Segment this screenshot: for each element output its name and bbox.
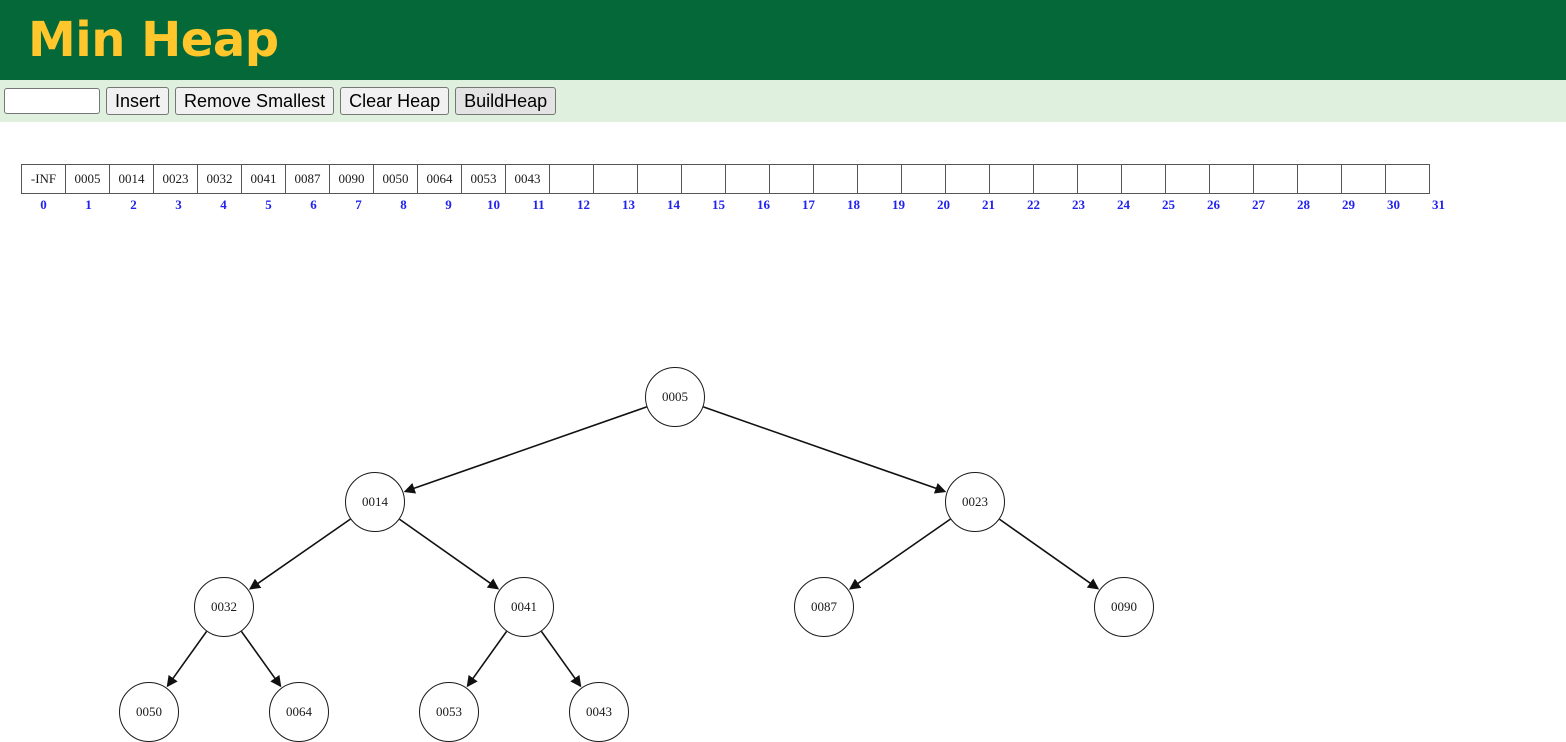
build-heap-button[interactable]: BuildHeap [455, 87, 557, 115]
tree-node: 0087 [794, 577, 854, 637]
tree-node: 0090 [1094, 577, 1154, 637]
app-header: Min Heap [0, 0, 1566, 80]
value-input[interactable] [4, 88, 100, 114]
array-index-label: 22 [1027, 197, 1040, 212]
array-cell: 0043 [506, 164, 550, 194]
array-cell [1386, 164, 1430, 194]
array-cell [858, 164, 902, 194]
array-cell: 0023 [154, 164, 198, 194]
array-index-label: 17 [802, 197, 815, 212]
array-cell [550, 164, 594, 194]
array-index-label: 4 [220, 197, 227, 212]
tree-node: 0041 [494, 577, 554, 637]
clear-heap-button[interactable]: Clear Heap [340, 87, 450, 115]
array-cell [638, 164, 682, 194]
tree-node: 0050 [119, 682, 179, 742]
array-cell: 0014 [110, 164, 154, 194]
array-index-label: 25 [1162, 197, 1175, 212]
array-index-label: 10 [487, 197, 500, 212]
array-cell: 0064 [418, 164, 462, 194]
array-index-label: 18 [847, 197, 860, 212]
array-index-label: 3 [175, 197, 182, 212]
array-cell [1342, 164, 1386, 194]
array-cell [990, 164, 1034, 194]
array-cell [682, 164, 726, 194]
array-cell: 0041 [242, 164, 286, 194]
array-index-label: 27 [1252, 197, 1265, 212]
tree-node: 0064 [269, 682, 329, 742]
array-cell [594, 164, 638, 194]
page-title: Min Heap [28, 12, 279, 68]
array-index-label: 29 [1342, 197, 1355, 212]
array-cell [1298, 164, 1342, 194]
array-index-label: 12 [577, 197, 590, 212]
array-index-label: 5 [265, 197, 272, 212]
array-index-label: 28 [1297, 197, 1310, 212]
tree-edge [466, 630, 508, 688]
array-index-label: 7 [355, 197, 362, 212]
array-cell [770, 164, 814, 194]
array-index-label: 2 [130, 197, 137, 212]
array-cell: 0053 [462, 164, 506, 194]
array-cell [1166, 164, 1210, 194]
array-cell [726, 164, 770, 194]
array-cell: -INF [22, 164, 66, 194]
array-index-label: 19 [892, 197, 905, 212]
array-cell: 0090 [330, 164, 374, 194]
array-index-label: 24 [1117, 197, 1130, 212]
array-index-label: 1 [85, 197, 92, 212]
array-index-label: 31 [1432, 197, 1445, 212]
array-cell: 0032 [198, 164, 242, 194]
array-cell [1210, 164, 1254, 194]
tree-node: 0005 [645, 367, 705, 427]
array-cell [814, 164, 858, 194]
tree-edge [848, 518, 951, 590]
tree-edges [166, 406, 1100, 688]
array-index-label: 15 [712, 197, 725, 212]
tree-edge [540, 630, 582, 688]
remove-smallest-button[interactable]: Remove Smallest [175, 87, 335, 115]
array-cell [946, 164, 990, 194]
array-cell: 0005 [66, 164, 110, 194]
toolbar: Insert Remove Smallest Clear Heap BuildH… [0, 80, 1566, 122]
array-index-label: 20 [937, 197, 950, 212]
array-index-label: 16 [757, 197, 770, 212]
tree-edge [403, 406, 647, 494]
tree-edge [240, 630, 282, 688]
tree-node: 0014 [345, 472, 405, 532]
array-index-label: 30 [1387, 197, 1400, 212]
tree-edge [248, 518, 351, 590]
array-cell [1034, 164, 1078, 194]
array-index-label: 9 [445, 197, 452, 212]
tree-node: 0043 [569, 682, 629, 742]
array-cell [1122, 164, 1166, 194]
tree-edge [399, 518, 500, 590]
array-index-label: 11 [532, 197, 545, 212]
array-index-label: 8 [400, 197, 407, 212]
tree-edge [999, 518, 1100, 590]
tree-edge [166, 630, 208, 688]
array-index-label: 23 [1072, 197, 1085, 212]
insert-button[interactable]: Insert [106, 87, 170, 115]
array-index-label: 21 [982, 197, 995, 212]
tree-edge [703, 406, 947, 494]
array-index-label: 13 [622, 197, 635, 212]
array-index-label: 26 [1207, 197, 1220, 212]
array-cell [902, 164, 946, 194]
array-cell: 0050 [374, 164, 418, 194]
tree-node: 0032 [194, 577, 254, 637]
tree-node: 0023 [945, 472, 1005, 532]
array-index-label: 14 [667, 197, 680, 212]
array-cell [1078, 164, 1122, 194]
array-cell: 0087 [286, 164, 330, 194]
array-index-label: 0 [40, 197, 47, 212]
tree-node: 0053 [419, 682, 479, 742]
array-cell [1254, 164, 1298, 194]
array-index-label: 6 [310, 197, 317, 212]
